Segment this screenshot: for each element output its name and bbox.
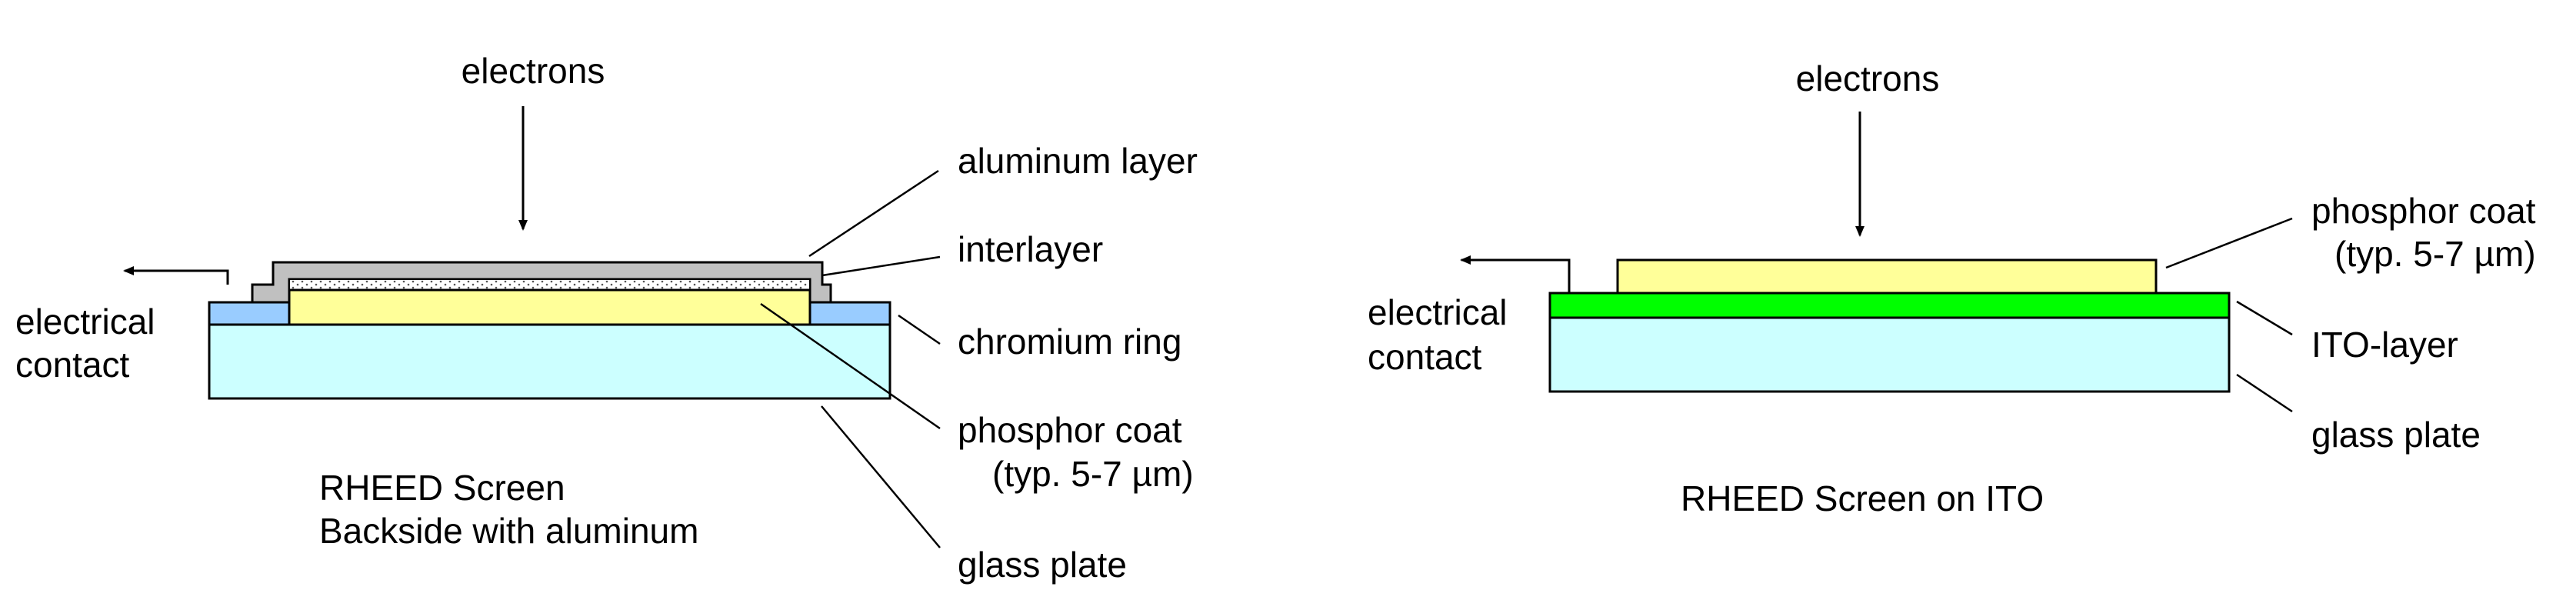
right-caption: RHEED Screen on ITO	[1681, 478, 2044, 518]
left-interlayer	[288, 278, 811, 291]
left-chromium-ring-left	[208, 301, 291, 326]
right-glass-leader	[2236, 373, 2293, 413]
left-phosphor-label-1: phosphor coat	[958, 410, 1182, 450]
right-ito-label: ITO-layer	[2311, 325, 2458, 365]
left-glass-label: glass plate	[958, 545, 1127, 585]
left-diagram: electrons electrical contact aluminum la…	[15, 51, 1198, 585]
right-contact-arrow	[1460, 255, 1571, 293]
right-contact-label-2: contact	[1368, 337, 1482, 377]
left-contact-label-1: electrical	[15, 302, 155, 342]
left-interlayer-label: interlayer	[958, 229, 1103, 269]
right-phosphor-label-2: (typ. 5-7 µm)	[2334, 234, 2536, 274]
right-phosphor-coat	[1616, 258, 2158, 295]
right-electrons-label: electrons	[1796, 58, 1940, 98]
left-aluminum-leader	[808, 169, 939, 258]
left-glass-plate	[208, 323, 891, 400]
left-phosphor-label-2: (typ. 5-7 µm)	[992, 454, 1194, 494]
right-phosphor-leader	[2165, 217, 2293, 269]
left-glass-leader	[821, 405, 941, 548]
left-chromium-label: chromium ring	[958, 322, 1181, 362]
left-electrons-label: electrons	[462, 51, 605, 91]
left-contact-label-2: contact	[15, 345, 130, 385]
right-glass-label: glass plate	[2311, 415, 2481, 455]
right-contact-label-1: electrical	[1368, 292, 1508, 332]
left-caption-line-2: Backside with aluminum	[319, 511, 698, 551]
right-glass-plate	[1548, 316, 2231, 393]
left-caption-line-1: RHEED Screen	[319, 468, 565, 508]
left-interlayer-leader	[821, 255, 941, 277]
right-ito-layer	[1548, 292, 2231, 319]
right-diagram: electrons electrical contact phosphor co…	[1368, 58, 2536, 518]
left-chromium-ring-right	[808, 301, 891, 326]
left-phosphor-leader	[760, 302, 941, 430]
right-ito-leader	[2236, 300, 2293, 336]
right-phosphor-label-1: phosphor coat	[2311, 191, 2536, 231]
left-aluminum-label: aluminum layer	[958, 141, 1198, 181]
left-contact-arrow	[123, 266, 229, 285]
left-chromium-leader	[898, 314, 941, 345]
left-phosphor-coat	[288, 288, 811, 326]
